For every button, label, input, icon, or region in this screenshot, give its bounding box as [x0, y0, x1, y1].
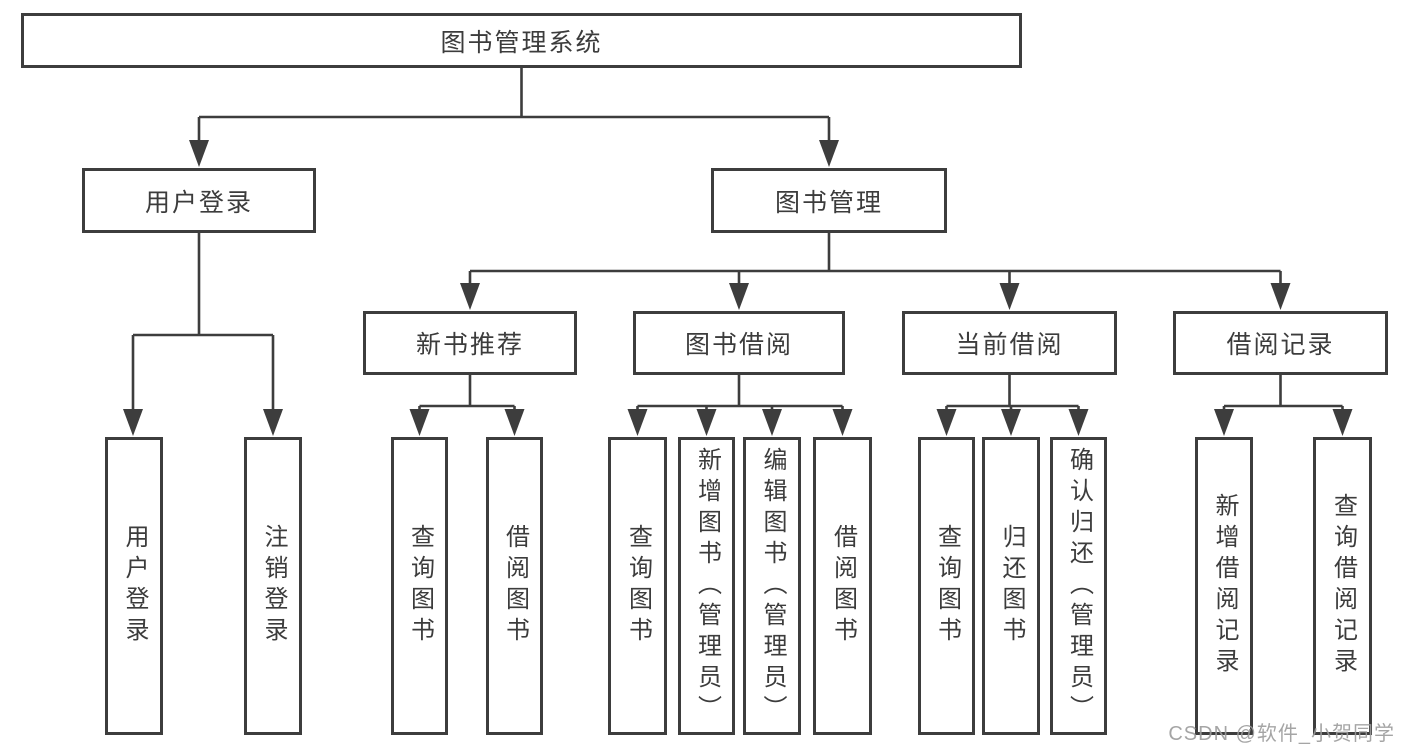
arrow-down-icon: [936, 409, 957, 436]
connector-borrowrecords-to-children: [1222, 375, 1344, 427]
leaf-add-books-admin: 新增图书（管理员）: [678, 437, 735, 735]
leaf-logout-label: 注销登录: [260, 524, 287, 648]
node-book-management: 图书管理: [711, 168, 947, 233]
node-book-management-label: 图书管理: [774, 188, 883, 217]
arrow-down-icon: [627, 409, 648, 436]
arrow-down-icon: [409, 409, 430, 436]
node-system-root-label: 图书管理系统: [440, 28, 603, 57]
node-borrow-records-label: 借阅记录: [1226, 331, 1335, 359]
arrow-down-icon: [1332, 409, 1353, 436]
node-new-book-recommend: 新书推荐: [363, 311, 577, 375]
leaf-add-books-admin-label: 新增图书（管理员）: [693, 446, 721, 726]
leaf-query-books-3-label: 查询图书: [933, 524, 961, 648]
connector-bookmgmt-to-level3: [468, 233, 1282, 301]
leaf-query-books-2-label: 查询图书: [624, 524, 652, 648]
arrow-down-icon: [1214, 409, 1234, 436]
watermark: CSDN @软件_小贺同学: [1168, 723, 1395, 745]
leaf-query-books-3: 查询图书: [918, 437, 975, 735]
arrow-down-icon: [460, 283, 480, 310]
leaf-query-books-1-label: 查询图书: [406, 524, 434, 648]
arrow-down-icon: [832, 409, 853, 436]
leaf-return-books: 归还图书: [982, 437, 1040, 735]
arrow-down-icon: [263, 409, 283, 436]
arrow-down-icon: [504, 409, 525, 436]
arrow-down-icon: [1068, 409, 1089, 436]
arrow-down-icon: [1001, 409, 1021, 436]
leaf-user-login: 用户登录: [105, 437, 163, 735]
leaf-user-login-label: 用户登录: [121, 524, 148, 648]
node-book-borrow: 图书借阅: [633, 311, 845, 375]
node-system-root: 图书管理系统: [21, 13, 1022, 68]
arrow-down-icon: [729, 283, 749, 310]
leaf-return-books-label: 归还图书: [998, 524, 1025, 648]
node-current-borrow: 当前借阅: [902, 311, 1117, 375]
leaf-edit-books-admin-label: 编辑图书（管理员）: [759, 446, 786, 726]
leaf-borrow-books-1-label: 借阅图书: [501, 524, 529, 648]
leaf-query-borrow-record-label: 查询借阅记录: [1329, 493, 1357, 679]
leaf-confirm-return-admin: 确认归还（管理员）: [1050, 437, 1107, 735]
leaf-add-borrow-record-label: 新增借阅记录: [1211, 493, 1238, 679]
connector-bookborrow-to-children: [636, 375, 844, 427]
leaf-borrow-books-2: 借阅图书: [813, 437, 872, 735]
leaf-confirm-return-admin-label: 确认归还（管理员）: [1065, 446, 1093, 726]
leaf-borrow-books-1: 借阅图书: [486, 437, 543, 735]
arrow-down-icon: [819, 140, 839, 167]
node-new-book-recommend-label: 新书推荐: [415, 331, 524, 359]
arrow-down-icon: [123, 409, 143, 436]
leaf-query-books-1: 查询图书: [391, 437, 448, 735]
leaf-logout: 注销登录: [244, 437, 302, 735]
node-user-login: 用户登录: [82, 168, 316, 233]
leaf-edit-books-admin: 编辑图书（管理员）: [743, 437, 801, 735]
arrow-down-icon: [1270, 283, 1291, 310]
arrowheads: [123, 140, 1353, 436]
leaf-query-books-2: 查询图书: [608, 437, 667, 735]
leaf-borrow-books-2-label: 借阅图书: [829, 524, 857, 648]
node-current-borrow-label: 当前借阅: [955, 331, 1064, 359]
arrow-down-icon: [762, 409, 782, 436]
connector-userlogin-to-children: [131, 233, 275, 427]
arrow-down-icon: [696, 409, 717, 436]
connector-root-to-level2: [197, 68, 831, 158]
arrow-down-icon: [999, 283, 1020, 310]
leaf-add-borrow-record: 新增借阅记录: [1195, 437, 1253, 735]
arrow-down-icon: [189, 140, 209, 167]
leaf-query-borrow-record: 查询借阅记录: [1313, 437, 1372, 735]
node-borrow-records: 借阅记录: [1173, 311, 1388, 375]
node-book-borrow-label: 图书借阅: [684, 331, 793, 359]
node-user-login-label: 用户登录: [144, 188, 253, 217]
connector-newbooks-to-children: [418, 375, 516, 427]
